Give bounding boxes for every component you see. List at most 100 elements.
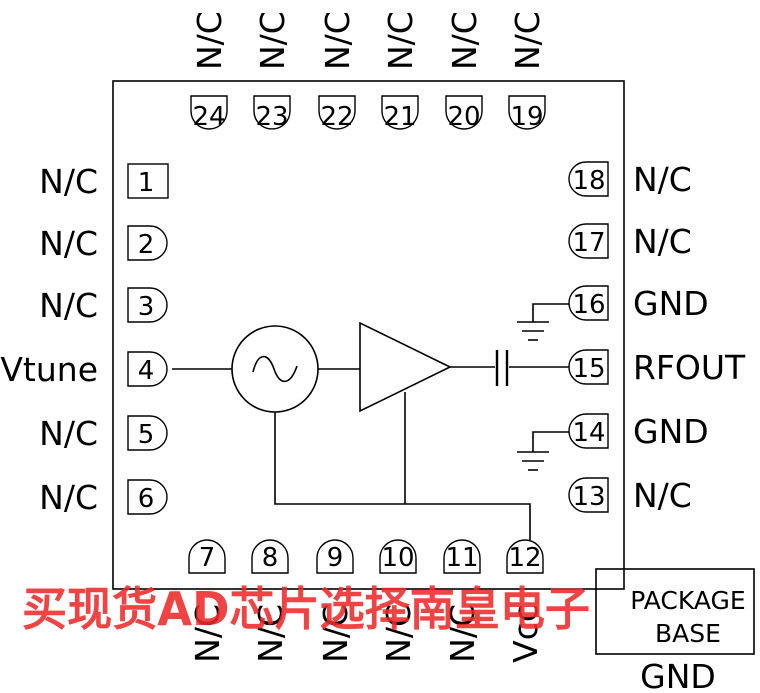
pin-label: Vcc (506, 604, 545, 663)
pin-number: 9 (327, 543, 344, 573)
pin-number: 10 (381, 543, 414, 573)
pin-5: 5 N/C (39, 414, 168, 453)
pin-pad (568, 223, 609, 259)
pin-number: 23 (255, 102, 288, 132)
pin-24: 24 N/C (190, 11, 229, 132)
pin-3: 3 N/C (39, 286, 168, 325)
pin-11: 11N/C (443, 539, 482, 663)
pin-label: N/C (39, 162, 98, 201)
pin-1: 1 N/C (39, 162, 169, 201)
pin-pad (568, 285, 609, 321)
pin-7: 7N/C (188, 539, 227, 663)
pin-pad (251, 539, 289, 574)
pin-number: 15 (572, 354, 605, 384)
pin-label: N/C (251, 604, 290, 663)
pin-8: 8N/C (251, 539, 290, 663)
pin-pad (568, 349, 609, 385)
pin-label: N/C (633, 222, 692, 261)
pin-label: Vtune (0, 350, 98, 389)
pin-pad (316, 539, 354, 574)
pin-label: N/C (508, 11, 547, 70)
package-outline (112, 80, 625, 590)
gnd14-wire (532, 431, 569, 452)
package-base: PACKAGE BASE GND (595, 568, 755, 693)
oscillator-symbol (231, 325, 319, 413)
pin-23: 23N/C (253, 11, 292, 132)
pin-pad (568, 413, 609, 449)
pin-number: 1 (138, 168, 155, 198)
pin-label: N/C (190, 11, 229, 70)
pin-number: 7 (199, 543, 216, 573)
pin-4: 4 Vtune (0, 350, 168, 389)
pin-10: 10N/C (379, 539, 418, 663)
pin-17: 17 N/C (568, 222, 692, 261)
pin-label: RFOUT (633, 348, 746, 387)
pin-number: 12 (508, 543, 541, 573)
pin-label: N/C (443, 604, 482, 663)
pin-number: 14 (572, 418, 605, 448)
pin-number: 2 (138, 230, 155, 260)
pin-pad (253, 95, 291, 130)
pin-22: 22 N/C (318, 11, 357, 132)
pin-label: GND (633, 284, 709, 323)
pin-pad (190, 95, 228, 130)
pin-pad (127, 287, 168, 323)
pin-16: 16 GND (568, 284, 709, 323)
pin-label: N/C (39, 224, 98, 263)
pin-pad (318, 95, 356, 130)
pin-pad (508, 95, 546, 130)
pin-number: 20 (447, 102, 480, 132)
amplifier-symbol (359, 321, 452, 413)
pin-number: 6 (138, 484, 155, 514)
pin-label: N/C (39, 478, 98, 517)
pin-pad (127, 225, 168, 261)
pin-pad (188, 539, 226, 574)
pin-label: N/C (39, 286, 98, 325)
pin-6: 6 N/C (39, 478, 168, 517)
pin-20: 20 N/C (445, 11, 484, 132)
pin-number: 22 (320, 102, 353, 132)
pin-pad (506, 539, 544, 574)
pin-number: 24 (192, 102, 225, 132)
package-base-line2: BASE (655, 619, 721, 648)
pin-pad (568, 161, 609, 197)
pin-number: 4 (138, 356, 155, 386)
pin-number: 13 (572, 482, 605, 512)
pin-label: N/C (381, 11, 420, 70)
pin-number: 5 (138, 420, 155, 450)
pin-number: 17 (572, 228, 605, 258)
pin-label: N/C (316, 604, 355, 663)
pin-label: N/C (633, 476, 692, 515)
pin-label: N/C (379, 604, 418, 663)
pin-15: 15 RFOUT (568, 348, 746, 387)
pin-number: 16 (572, 290, 605, 320)
pin-pad (379, 539, 417, 574)
package-base-gnd-label: GND (640, 657, 716, 693)
sine-wave-icon (252, 355, 298, 383)
pin-pad (381, 95, 419, 130)
pin-number: 8 (262, 543, 279, 573)
pin-pad (127, 351, 168, 387)
pin-number: 3 (138, 292, 155, 322)
pin-number: 18 (572, 166, 605, 196)
package-base-line1: PACKAGE (630, 586, 745, 615)
pin-label: N/C (445, 11, 484, 70)
pin-label: N/C (39, 414, 98, 453)
pin-label: N/C (318, 11, 357, 70)
internal-schematic (172, 303, 569, 540)
package-base-box (595, 568, 755, 655)
vcc-bus-wire (274, 412, 531, 540)
pin-label: N/C (188, 604, 227, 663)
pin-14: 14 GND (568, 412, 709, 451)
pin-number: 11 (445, 543, 478, 573)
pin-19: 19 N/C (508, 11, 547, 132)
pin-label: GND (633, 412, 709, 451)
pin-pad (127, 415, 168, 451)
watermark-text: 买现货AD芯片选择南皇电子 (22, 582, 590, 636)
pin-number: 19 (510, 102, 543, 132)
